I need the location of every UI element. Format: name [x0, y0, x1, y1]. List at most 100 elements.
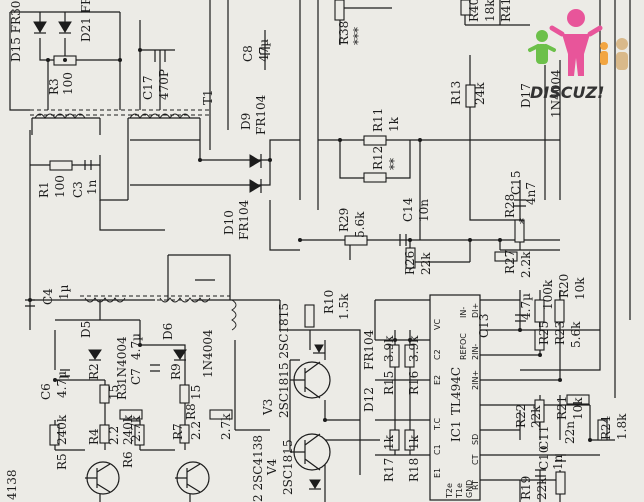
transistors — [85, 361, 331, 495]
label-d10-value: FR104 — [237, 199, 251, 240]
label-r7-value: 2.2 — [189, 421, 203, 440]
label-ic1: IC1 — [449, 420, 463, 442]
label-d21: D21 FR — [79, 0, 93, 42]
pin-oc: OC — [459, 333, 468, 345]
label-r17-value: 1k — [382, 434, 396, 450]
label-r17: R17 — [382, 458, 396, 482]
label-c3-value: 1n — [85, 179, 99, 195]
pin-2in-plus: 2IN+ — [471, 370, 480, 390]
label-c8-value: 47µ — [257, 39, 271, 62]
label-r9: R9 — [169, 363, 183, 380]
label-r40: R40 — [467, 0, 481, 22]
pin-c2: C2 — [433, 349, 442, 360]
label-r4-value: 2.2 — [107, 426, 121, 445]
label-v3-value: 2SC1815 2SC1815 — [277, 303, 291, 418]
label-d17-value: 1N4004 — [549, 69, 563, 118]
label-c8: C8 — [241, 45, 255, 62]
label-r41: R41 — [499, 0, 513, 22]
label-v3: V3 — [261, 399, 275, 416]
label-t1: T1 — [201, 89, 215, 105]
pin-rt: RT — [471, 480, 480, 490]
label-c11-value: 22n — [563, 421, 577, 444]
pin-ref: REF — [459, 344, 468, 360]
label-r24: R24 — [599, 415, 613, 440]
label-v4-value: 2SC1815 — [281, 439, 295, 495]
label-c6: C6 — [39, 383, 53, 400]
pin-e1: E1 — [433, 468, 442, 478]
label-d5-value: 1N4004 — [115, 336, 129, 385]
label-r18-value: 1k — [407, 434, 421, 450]
label-r8-value: 2.7k — [219, 413, 233, 440]
logo-figure-green — [528, 30, 556, 64]
label-c13-value: 4.7µ — [519, 293, 533, 320]
label-r10-value: 1.5k — [337, 293, 351, 320]
pin-e2: E2 — [433, 375, 442, 385]
label-r12: R12 — [371, 146, 385, 170]
label-c14: C14 — [401, 197, 415, 222]
label-r22: R22 — [514, 404, 528, 428]
pin-sd: SD — [471, 434, 480, 445]
label-r19-value: 22k — [535, 477, 549, 500]
label-d5: D5 — [79, 321, 93, 338]
label-r20: R20 — [557, 274, 571, 298]
label-r1: R1 — [37, 181, 51, 198]
label-r26: R26 — [403, 251, 417, 275]
label-r9-value: 15 — [189, 385, 203, 400]
ic1-pin-labels: DI+ IN- VC C2 E2 2IN- 2IN+ REF OC T.C C1… — [433, 303, 480, 499]
label-r16-value: 3.9k — [407, 335, 421, 362]
label-d15: D15 FR30 — [9, 1, 23, 62]
label-c17: C17 — [141, 76, 155, 100]
label-r26-value: 22k — [419, 252, 433, 275]
label-r27: R27 — [503, 250, 517, 274]
label-r13-value: 24k — [473, 82, 487, 105]
label-r28: R28 — [503, 194, 517, 218]
label-d12-value: FR104 — [362, 329, 376, 370]
label-r6-value: 240k — [121, 414, 135, 445]
pin-t2e: T2e — [445, 483, 454, 499]
ic1-tl494c — [429, 294, 481, 501]
label-r25: R25 — [537, 321, 551, 345]
pin-di-plus: DI+ — [471, 303, 480, 318]
label-r2: R2 — [87, 363, 101, 380]
junctions — [28, 48, 592, 442]
label-r29: R29 — [337, 208, 351, 232]
label-4138: 4138 — [5, 469, 19, 500]
label-r8: R8 — [184, 403, 198, 420]
label-c7-value: 4.7µ — [129, 333, 143, 360]
label-r6: R6 — [121, 451, 135, 468]
label-d6: D6 — [161, 323, 175, 340]
label-r18: R18 — [407, 458, 421, 482]
label-c15-value: 4n7 — [524, 182, 538, 205]
logo-figure-orange — [600, 42, 608, 65]
label-r4: R4 — [87, 428, 101, 445]
label-r3b: R3 — [115, 383, 129, 400]
label-r3b-value: 2.7k — [129, 415, 143, 442]
label-r38: R38 — [337, 21, 351, 45]
label-c11: C11 — [537, 426, 551, 450]
pin-ct: CT — [471, 454, 480, 465]
label-d17: D17 — [519, 83, 533, 108]
capacitors — [25, 47, 566, 477]
pin-2in-minus: 2IN- — [471, 344, 480, 360]
label-r13: R13 — [449, 81, 463, 105]
label-r7: R7 — [171, 423, 185, 440]
label-2sc4138: 2 2SC4138 — [251, 435, 265, 502]
label-r10: R10 — [322, 290, 336, 314]
label-r40-value: 18k — [483, 0, 497, 22]
label-c17-value: 470P — [157, 69, 171, 100]
label-r20-value: 10k — [573, 277, 587, 300]
label-c7: C7 — [129, 368, 143, 385]
label-r21: R21 — [555, 396, 569, 420]
diodes — [33, 21, 325, 490]
label-c6-value: 4.7µ — [55, 371, 69, 398]
label-r11: R11 — [371, 108, 385, 132]
label-d10: D10 — [222, 210, 236, 235]
label-r5: R5 — [55, 453, 69, 470]
label-r25-value: 100k — [541, 279, 555, 310]
watermark-text: DISCUZ! — [530, 83, 604, 102]
t1-windings — [34, 113, 191, 119]
label-r11-value: 1k — [387, 116, 401, 132]
label-r3: R3 — [47, 78, 61, 95]
label-r23-value: 5.6k — [569, 321, 583, 348]
